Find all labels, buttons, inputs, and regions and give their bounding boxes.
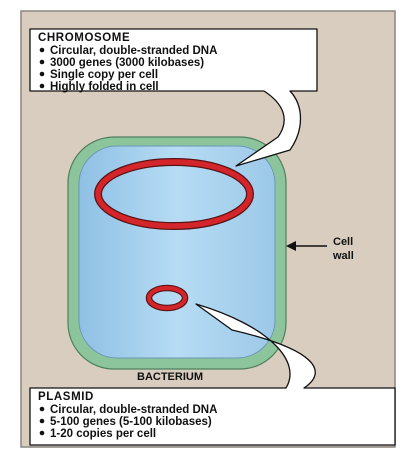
plasmid-bullet: 1-20 copies per cell	[50, 428, 156, 440]
bacterium-label: BACTERIUM	[137, 371, 203, 383]
plasmid-bullet: 5-100 genes (5-100 kilobases)	[50, 416, 212, 428]
bullet-dot	[40, 407, 45, 412]
chromosome-bullet: 3000 genes (3000 kilobases)	[50, 57, 204, 69]
cell-wall-label: Cell	[333, 236, 353, 248]
cell-wall-label: wall	[332, 250, 354, 262]
chromosome-bullet: Single copy per cell	[50, 69, 158, 81]
bullet-dot	[40, 419, 45, 424]
bullet-dot	[40, 431, 45, 436]
bullet-dot	[40, 72, 45, 77]
plasmid-title: PLASMID	[38, 391, 94, 403]
bullet-dot	[40, 48, 45, 53]
chromosome-title: CHROMOSOME	[38, 32, 130, 44]
bullet-dot	[40, 84, 45, 89]
chromosome-bullet: Circular, double-stranded DNA	[50, 45, 217, 57]
bullet-dot	[40, 60, 45, 65]
chromosome-bullet: Highly folded in cell	[50, 81, 159, 93]
plasmid-bullet: Circular, double-stranded DNA	[50, 404, 217, 416]
